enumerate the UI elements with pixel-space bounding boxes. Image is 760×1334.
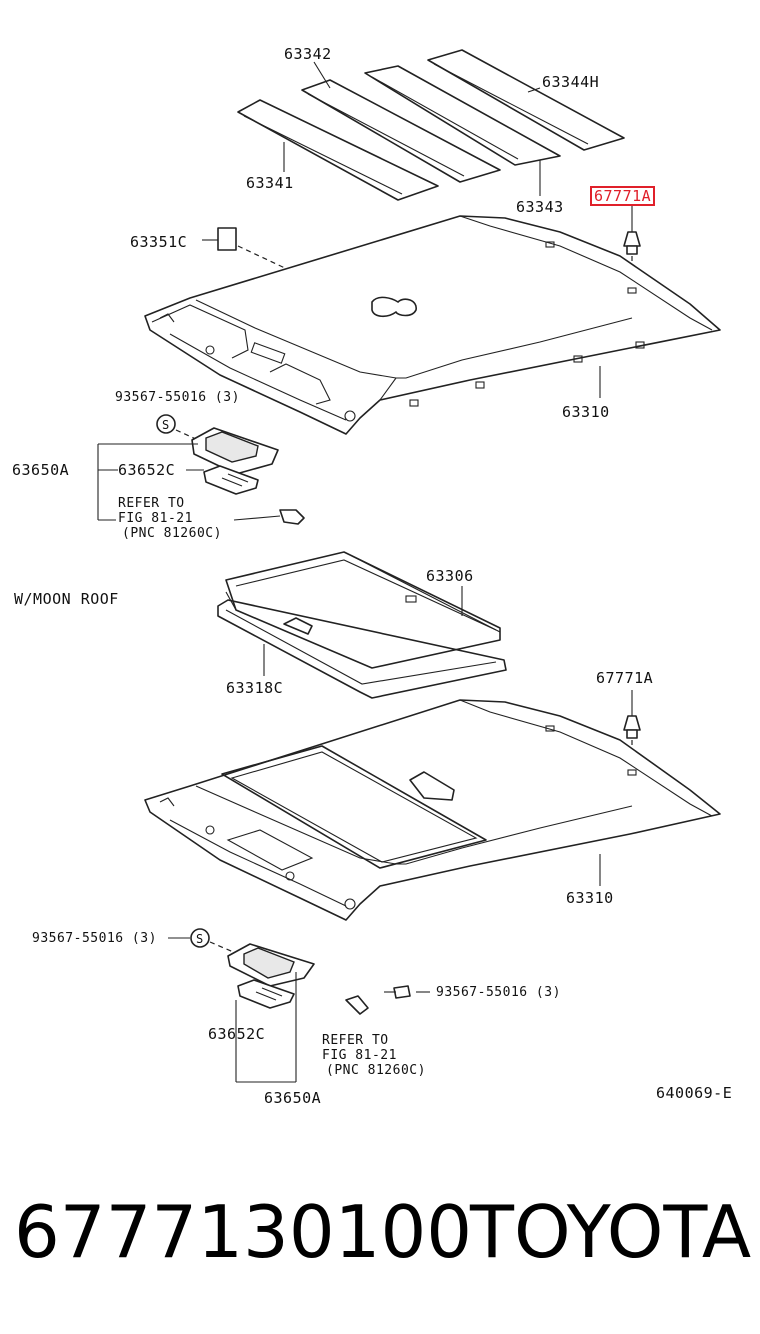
screw-symbol-bottom: S	[196, 932, 204, 946]
refer-bottom-line1: REFER TO	[322, 1033, 389, 1048]
dome-lamp-bottom	[168, 928, 430, 1083]
label-screw-93567-bottom-left: 93567-55016 (3)	[32, 931, 157, 946]
pad-63341	[237, 99, 439, 201]
label-63650a-bottom: 63650A	[264, 1089, 322, 1107]
weatherstrip-63318c	[217, 599, 507, 699]
refer-top-line2: FIG 81-21	[118, 511, 193, 526]
pad-63343	[364, 65, 561, 166]
label-moon-roof: W/MOON ROOF	[14, 590, 119, 608]
label-63343: 63343	[516, 198, 564, 216]
screw-symbol-top: S	[162, 418, 170, 432]
label-63650a-top: 63650A	[12, 461, 70, 479]
refer-bottom-line3: (PNC 81260C)	[326, 1063, 426, 1078]
label-63310-bottom: 63310	[566, 889, 614, 907]
label-63318c: 63318C	[226, 679, 284, 697]
label-screw-93567-top: 93567-55016 (3)	[115, 390, 240, 405]
refer-bottom-line2: FIG 81-21	[322, 1048, 397, 1063]
label-63652c-top: 63652C	[118, 461, 176, 479]
label-67771a-bottom: 67771A	[596, 669, 654, 687]
label-63310-top: 63310	[562, 403, 610, 421]
label-63341: 63341	[246, 174, 294, 192]
sunshade-63306	[225, 551, 501, 669]
leader-63342	[313, 61, 331, 89]
figure-code: 640069-E	[656, 1084, 733, 1102]
leader-63344h	[527, 87, 541, 93]
label-screw-93567-bottom-right: 93567-55016 (3)	[436, 985, 561, 1000]
headliner-63310-bottom	[144, 699, 721, 921]
pad-63344h	[427, 49, 625, 151]
headliner-63310-top	[144, 215, 721, 435]
pad-63342	[301, 79, 501, 183]
refer-top-line1: REFER TO	[118, 496, 185, 511]
label-63351c: 63351C	[130, 233, 188, 251]
brand-name: TOYOTA	[470, 1190, 752, 1274]
dome-lamp-top	[97, 414, 305, 525]
label-67771a-top-highlighted[interactable]: 67771A	[590, 186, 656, 206]
label-63306: 63306	[426, 567, 474, 585]
label-63342: 63342	[284, 45, 332, 63]
label-63344h: 63344H	[542, 73, 600, 91]
refer-top-line3: (PNC 81260C)	[122, 526, 222, 541]
label-63652c-bottom: 63652C	[208, 1025, 266, 1043]
part-number: 6777130100	[14, 1190, 473, 1274]
